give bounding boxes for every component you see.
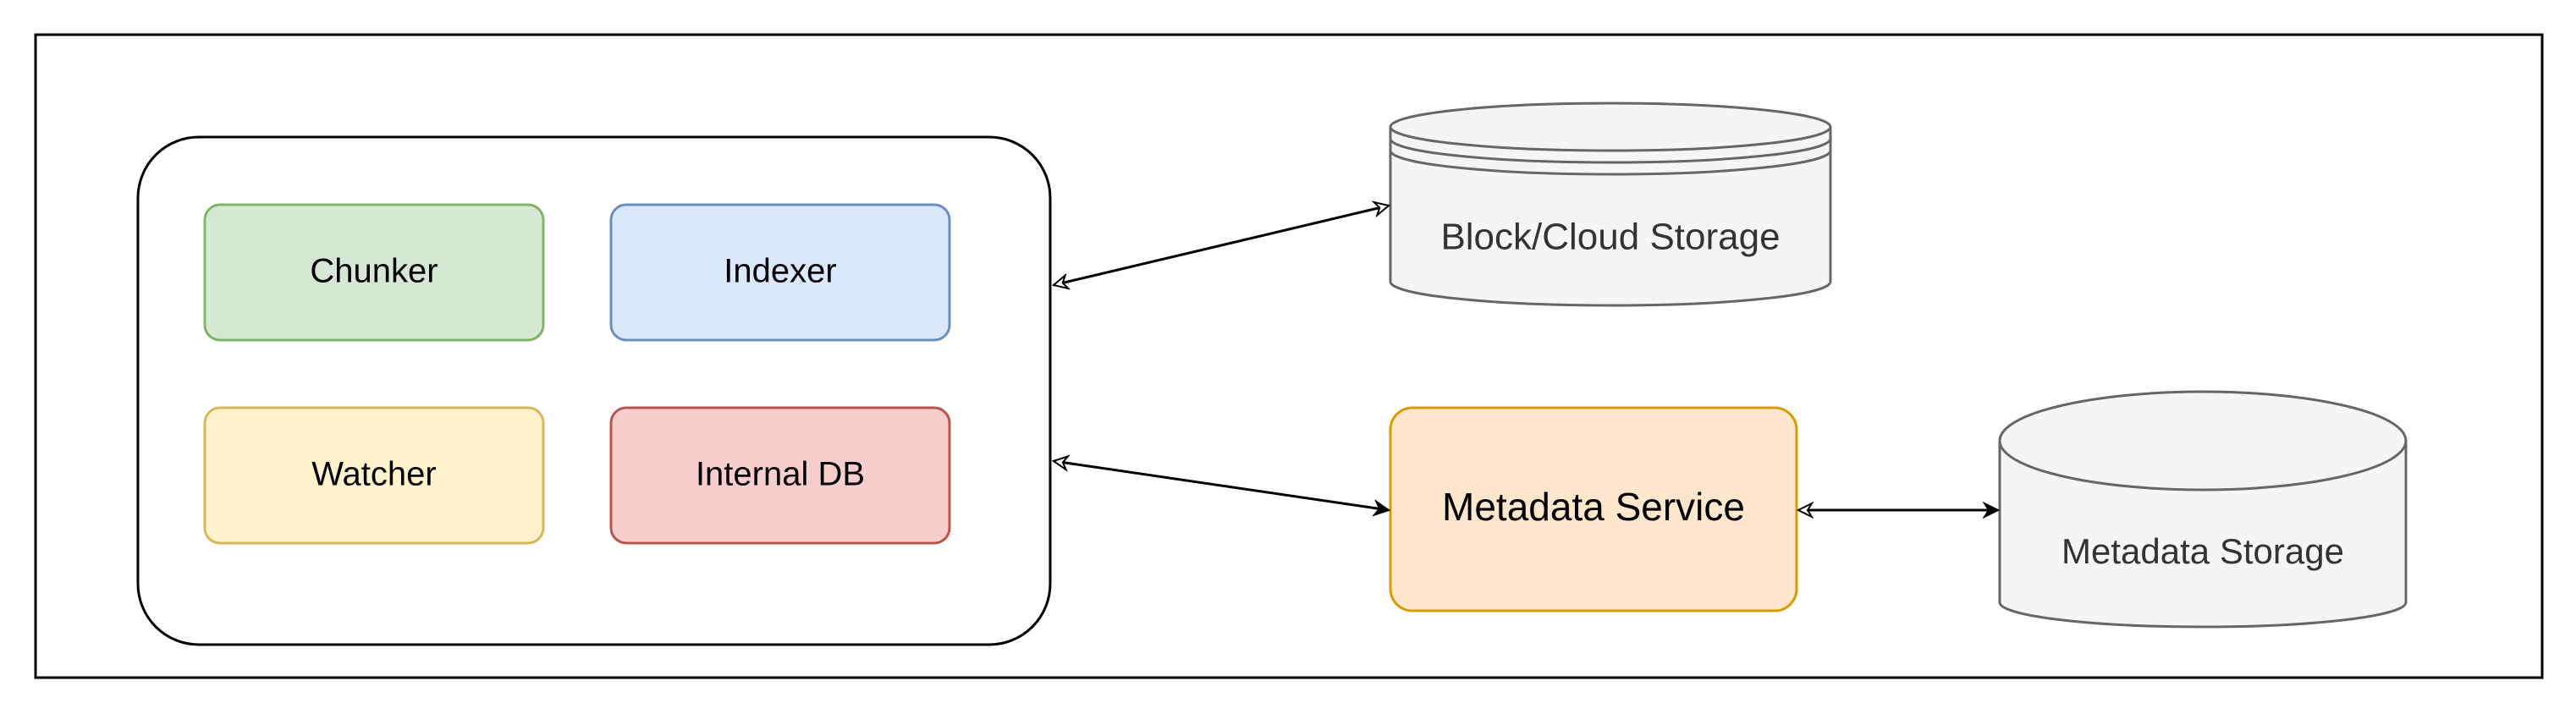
edge-client-to-metadata-service	[1054, 461, 1389, 510]
metadata-storage-cylinder-top-outline	[1998, 390, 2408, 492]
internal-db-node: Internal DB	[609, 406, 951, 545]
edge-client-to-block-storage	[1054, 206, 1389, 285]
chunker-node: Chunker	[203, 203, 545, 342]
indexer-box-outline	[609, 203, 951, 342]
internal-db-box	[611, 408, 949, 543]
metadata-service-node: Metadata Service	[1389, 406, 1798, 612]
block-cloud-storage-node: Block/Cloud Storage	[1389, 102, 1832, 307]
indexer-box	[611, 205, 949, 340]
metadata-storage-label: Metadata Storage	[2061, 531, 2344, 571]
watcher-box-outline	[203, 406, 545, 545]
metadata-storage-cylinder-body	[2000, 441, 2406, 627]
block-storage-disk-ring-1	[1389, 138, 1832, 164]
chunker-label: Chunker	[310, 253, 438, 290]
block-storage-cylinder-top-outline	[1389, 102, 1832, 152]
metadata-service-box	[1390, 408, 1797, 611]
metadata-storage-cylinder-outline	[1998, 441, 2408, 629]
metadata-storage-node: Metadata Storage	[1998, 390, 2408, 629]
watcher-box	[205, 408, 543, 543]
chunker-box-outline	[203, 203, 545, 342]
indexer-node: Indexer	[609, 203, 951, 342]
block-storage-cylinder-outline	[1389, 127, 1832, 307]
indexer-label: Indexer	[724, 253, 836, 290]
internal-db-label: Internal DB	[696, 456, 865, 493]
block-storage-cylinder-top	[1390, 103, 1830, 151]
metadata-service-label: Metadata Service	[1442, 485, 1745, 529]
internal-db-box-outline	[609, 406, 951, 545]
block-cloud-storage-label: Block/Cloud Storage	[1440, 217, 1780, 258]
block-storage-disk-ring-2	[1389, 150, 1832, 176]
watcher-node: Watcher	[203, 406, 545, 545]
metadata-storage-cylinder-top	[2000, 392, 2406, 490]
chunker-box	[205, 205, 543, 340]
watcher-label: Watcher	[311, 456, 436, 493]
